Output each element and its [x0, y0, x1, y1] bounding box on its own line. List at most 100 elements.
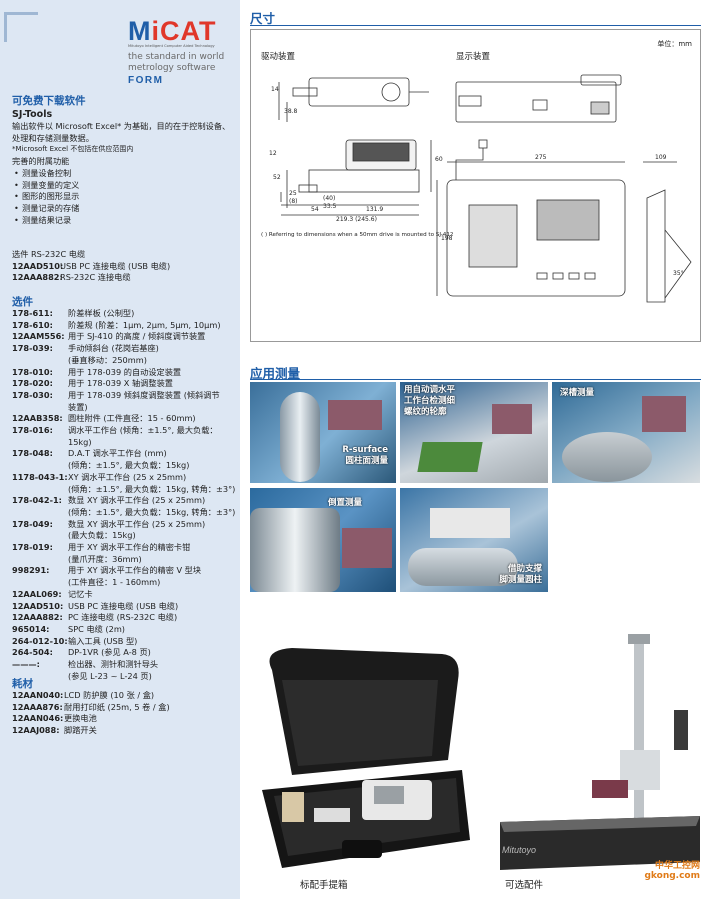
item-desc: 手动倾斜台 (花岗岩基座) [68, 343, 159, 354]
item-code: 12AAL069: [12, 588, 62, 599]
item-code [12, 577, 68, 589]
item-desc: 检出器、测针和测针导头 [68, 659, 159, 670]
applications-title: 应用测量 [250, 366, 301, 381]
free-software-block: SJ-Tools 输出软件以 Microsoft Excel* 为基础，目的在于… [12, 108, 236, 226]
watermark: 中华工控网 gkong.com [644, 861, 700, 881]
list-item: 178-610: 阶差规 (阶差：1μm, 2μm, 5μm, 10μm) [12, 320, 236, 332]
free-software-heading: 可免费下载软件 [12, 95, 86, 107]
item-desc: (工件直径：1 - 160mm) [68, 577, 161, 588]
photo-deep-groove: 深槽测量 [552, 382, 700, 483]
item-code: 178-610: [12, 319, 53, 330]
item-code [12, 530, 68, 542]
logo-form: FORM [128, 75, 164, 86]
photo-r-surface: R-surface 圆柱面测量 [250, 382, 396, 483]
item-code: 12AAB358: [12, 413, 63, 424]
item-code [12, 507, 68, 519]
unit-label: 单位：mm [657, 40, 692, 48]
list-item: 12AAN040:LCD 防护膜 (10 张 / 盒) [12, 690, 236, 702]
item-desc: 数显 XY 调水平工作台 (25 x 25mm) [68, 495, 206, 506]
item-desc: 记忆卡 [68, 588, 93, 599]
options-heading: 选件 [12, 296, 33, 308]
list-item: 178-030: 用于 178-039 倾斜度调整装置 (倾斜调节 [12, 390, 236, 402]
features-title: 完善的附属功能 [12, 156, 70, 167]
item-desc: 更换电池 [64, 713, 97, 724]
item-code: 178-611: [12, 308, 53, 318]
cable-item: 12AAA882:RS-232C 连接电缆 [12, 272, 131, 283]
item-desc: (最大负载：15kg) [68, 530, 136, 541]
list-item: 264-012-10:输入工具 (USB 型) [12, 636, 236, 648]
item-code: 264-504: [12, 647, 53, 658]
list-item: 12AAJ088:脚踏开关 [12, 725, 236, 737]
list-item: (倾角：±1.5°, 最大负载：15kg) [12, 460, 236, 472]
dimension-drawing: 单位：mm 驱动装置 显示装置 [250, 29, 701, 342]
item-desc: 阶差样板 (公制型) [68, 308, 135, 318]
item-code [12, 355, 68, 367]
item-code: 178-020: [12, 378, 53, 389]
item-desc: (倾角：±1.5°, 最大负载：15kg) [68, 460, 190, 471]
item-code: 12AAM556: [12, 331, 65, 342]
micat-logo: MiCAT Mitutoyo Intelligent Computer Aide… [128, 18, 236, 87]
item-code: 1178-043-1: [12, 471, 68, 482]
stand-brand: Mitutoyo [502, 845, 537, 855]
item-desc: USB PC 连接电缆 (USB 电缆) [68, 600, 179, 611]
item-code [12, 460, 68, 472]
list-item: 12AAL069: 记忆卡 [12, 589, 236, 601]
list-item: (垂直移动：250mm) [12, 355, 236, 367]
item-code: 12AAD510: [12, 600, 64, 611]
item-desc: 圆柱附件 (工件直径：15 - 60mm) [68, 413, 196, 424]
item-code: 178-016: [12, 425, 53, 436]
item-desc: 脚踏开关 [64, 725, 97, 736]
item-code [12, 484, 68, 496]
cable-block: 选件 RS-232C 电缆 12AAD510:USB PC 连接电缆 (USB … [12, 249, 236, 284]
stand-photo: Mitutoyo [500, 630, 700, 872]
item-desc: PC 连接电缆 (RS-232C 电缆) [68, 612, 178, 623]
item-code: 998291: [12, 565, 50, 576]
corner-decoration [4, 12, 38, 42]
item-desc: 用于 XY 调水平工作台的精密卡钳 [68, 542, 191, 553]
item-desc: 装置) [68, 401, 88, 412]
item-desc: LCD 防护膜 (10 张 / 盒) [64, 690, 155, 700]
item-desc: 输入工具 (USB 型) [68, 635, 138, 646]
item-code: 178-010: [12, 366, 53, 377]
item-code: 178-030: [12, 389, 53, 400]
item-desc: 阶差规 (阶差：1μm, 2μm, 5μm, 10μm) [68, 319, 221, 330]
display-unit-label: 显示装置 [456, 52, 491, 62]
list-item: 12AAN046:更换电池 [12, 713, 236, 725]
cable-item: 12AAD510:USB PC 连接电缆 (USB 电缆) [12, 260, 171, 271]
logo-tagline: the standard in world metrology software [128, 52, 225, 73]
list-item: 178-611: 阶差样板 (公制型) [12, 308, 236, 320]
item-desc: DP-1VR (参见 A-8 页) [68, 647, 151, 658]
item-code: ———: [12, 659, 40, 670]
list-item: 178-039:手动倾斜台 (花岗岩基座) [12, 343, 236, 355]
list-item: 178-042-1: 数显 XY 调水平工作台 (25 x 25mm) [12, 495, 236, 507]
dimensions-title: 尺寸 [250, 11, 276, 26]
technical-drawing-svg [278, 74, 692, 303]
item-desc: SPC 电缆 (2m) [68, 623, 126, 634]
excel-note: *Microsoft Excel 不包括在供应范围内 [12, 145, 134, 154]
item-desc: 用于 XY 调水平工作台的精密 V 型块 [68, 565, 202, 576]
item-code: 12AAA876: [12, 701, 63, 712]
item-desc: 用于 178-039 的自动设定装置 [68, 366, 182, 377]
feature-item: 测量变量的定义 [12, 180, 236, 192]
list-item: 178-048:D.A.T 调水平工作台 (mm) [12, 448, 236, 460]
list-item: 998291: 用于 XY 调水平工作台的精密 V 型块 [12, 565, 236, 577]
item-desc: 调水平工作台 (倾角：±1.5°, 最大负载：15kg) [68, 425, 218, 447]
item-desc: 用于 178-039 倾斜度调整装置 (倾斜调节 [68, 389, 220, 400]
drive-unit-label: 驱动装置 [261, 52, 296, 62]
list-item: (倾角：±1.5°, 最大负载：15kg, 转角：±3°) [12, 507, 236, 519]
item-code: 178-042-1: [12, 495, 62, 506]
photo-thread-profile: 用自动调水平 工作台检测细 螺纹的轮廓 [400, 382, 548, 483]
list-item: 12AAM556:用于 SJ-410 的高度 / 倾斜度调节装置 [12, 331, 236, 343]
applications-rule [250, 379, 701, 380]
list-item: 178-010: 用于 178-039 的自动设定装置 [12, 367, 236, 379]
item-desc: (倾角：±1.5°, 最大负载：15kg, 转角：±3°) [68, 483, 236, 494]
item-code: 965014: [12, 623, 50, 634]
list-item: 12AAA876:耐用打印纸 (25m, 5 卷 / 盒) [12, 702, 236, 714]
item-desc: 数显 XY 调水平工作台 (25 x 25mm) [68, 518, 206, 529]
list-item: 装置) [12, 402, 236, 414]
list-item: 178-016: 调水平工作台 (倾角：±1.5°, 最大负载：15kg) [12, 425, 236, 448]
item-desc: (参见 L-23 ~ L-24 页) [68, 670, 152, 681]
logo-subtitle: Mitutoyo Intelligent Computer Aided Tech… [128, 44, 215, 48]
photo-support-legs: 借助支撑 脚测量圆柱 [400, 488, 548, 592]
list-item: 178-020:用于 178-039 X 轴调整装置 [12, 378, 236, 390]
